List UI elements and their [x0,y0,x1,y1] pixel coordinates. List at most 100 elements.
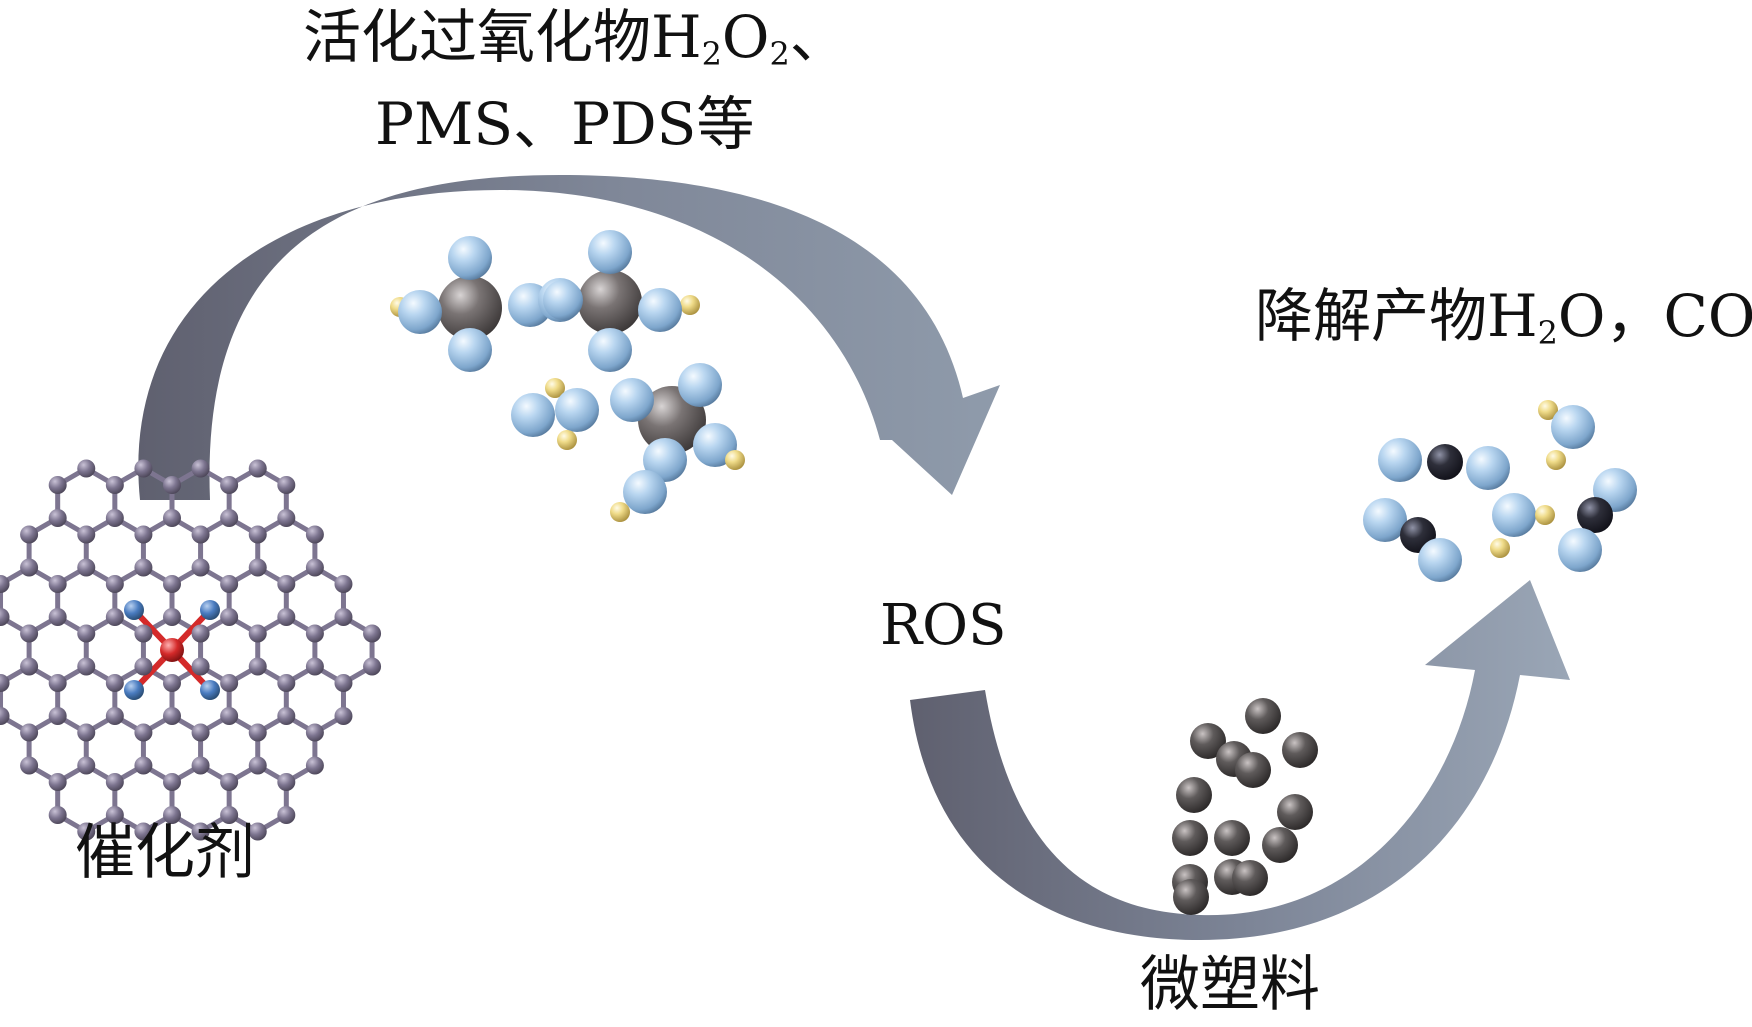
carbon-atom [248,459,267,478]
microplastic-particle [1176,777,1212,813]
carbon-atom [305,624,324,643]
carbon-atom [163,476,181,494]
carbon-atom [48,674,67,692]
carbon-atom [191,723,210,742]
carbon-atom [105,806,124,824]
oxygen-atom [511,393,555,437]
carbon-atom [105,674,124,692]
carbon-atom [134,657,153,676]
nitrogen-atom [200,680,220,700]
carbon-atom [220,509,239,527]
carbon-atom [191,558,210,577]
carbon-atom [277,674,296,692]
carbon-atom [220,674,239,692]
carbon-atom [48,575,67,593]
bottom-curved-arrow [910,580,1570,940]
curved-arrow-icon [138,175,1001,500]
carbon-atom [220,608,239,626]
carbon-atom [220,806,239,824]
carbon-atom [334,707,353,725]
oxygen-atom [543,280,583,320]
microplastic-particle [1190,723,1226,759]
oxygen-atom [678,363,722,407]
hydrogen-atom [557,430,577,450]
carbon-atom [191,756,210,775]
carbon-atom [305,525,324,544]
carbon-atom [334,608,353,626]
carbon-atom [134,723,153,742]
carbon-atom [334,575,353,593]
carbon-atom [248,756,267,775]
carbon-atom [0,575,10,593]
oxygen-atom [555,388,599,432]
carbon-atom [191,657,210,676]
oxidant-activation-label-line2: PMS、PDS等 [375,90,755,158]
product-molecule-icon [1363,400,1637,582]
carbon-atom [248,624,267,643]
nitrogen-atom [124,680,144,700]
degradation-products-label: 降解产物H2O，CO2 [1255,282,1752,352]
carbon-atom [20,525,39,544]
oxygen-atom [1551,405,1595,449]
carbon-atom [77,657,96,676]
carbon-atom [48,476,67,494]
oxidant-activation-label-line1: 活化过氧化物H2O2、 [303,3,848,73]
microplastic-particle-icon [1172,698,1318,915]
microplastic-particle [1232,860,1268,896]
carbon-atom [77,624,96,643]
carbon-atom [1577,497,1613,533]
carbon-atom [248,723,267,742]
carbon-atom [163,806,181,824]
oxygen-atom [643,438,687,482]
carbon-atom [20,558,39,577]
hydrogen-atom [545,378,565,398]
oxygen-atom [1466,446,1510,490]
oxygen-atom [1558,528,1602,572]
ros-label: ROS [880,593,1007,658]
carbon-atom [77,822,96,841]
oxygen-atom [398,290,442,334]
carbon-atom [248,558,267,577]
carbon-atom [191,459,210,478]
carbon-atom [248,525,267,544]
carbon-atom [305,558,324,577]
catalyst-lattice-icon [0,459,382,841]
carbon-atom [20,756,39,775]
carbon-atom [163,575,181,593]
microplastic-particle [1245,698,1281,734]
carbon-atom [0,608,10,626]
carbon-atom [363,624,382,643]
carbon-atom [163,773,181,791]
carbon-atom [77,525,96,544]
hydrogen-atom [1535,505,1555,525]
carbon-atom [48,773,67,791]
carbon-atom [105,509,124,527]
carbon-atom [277,773,296,791]
microplastic-particle [1214,820,1250,856]
carbon-atom [248,822,267,841]
carbon-atom [20,657,39,676]
carbon-atom [305,723,324,742]
microplastic-particle [1235,752,1271,788]
top-curved-arrow [138,175,1001,500]
carbon-atom [0,674,10,692]
carbon-atom [105,608,124,626]
carbon-atom [277,608,296,626]
carbon-atom [305,756,324,775]
carbon-atom [305,657,324,676]
carbon-atom [248,657,267,676]
oxygen-atom [1492,493,1536,537]
carbon-atom [191,525,210,544]
oxygen-atom [610,378,654,422]
oxygen-atom [623,470,667,514]
oxygen-atom [588,230,632,274]
carbon-atom [191,822,210,841]
carbon-atom [220,476,239,494]
carbon-atom [277,575,296,593]
carbon-atom [1427,444,1463,480]
carbon-atom [77,558,96,577]
hydrogen-atom [1490,538,1510,558]
microplastic-particle [1173,879,1209,915]
carbon-atom [105,707,124,725]
